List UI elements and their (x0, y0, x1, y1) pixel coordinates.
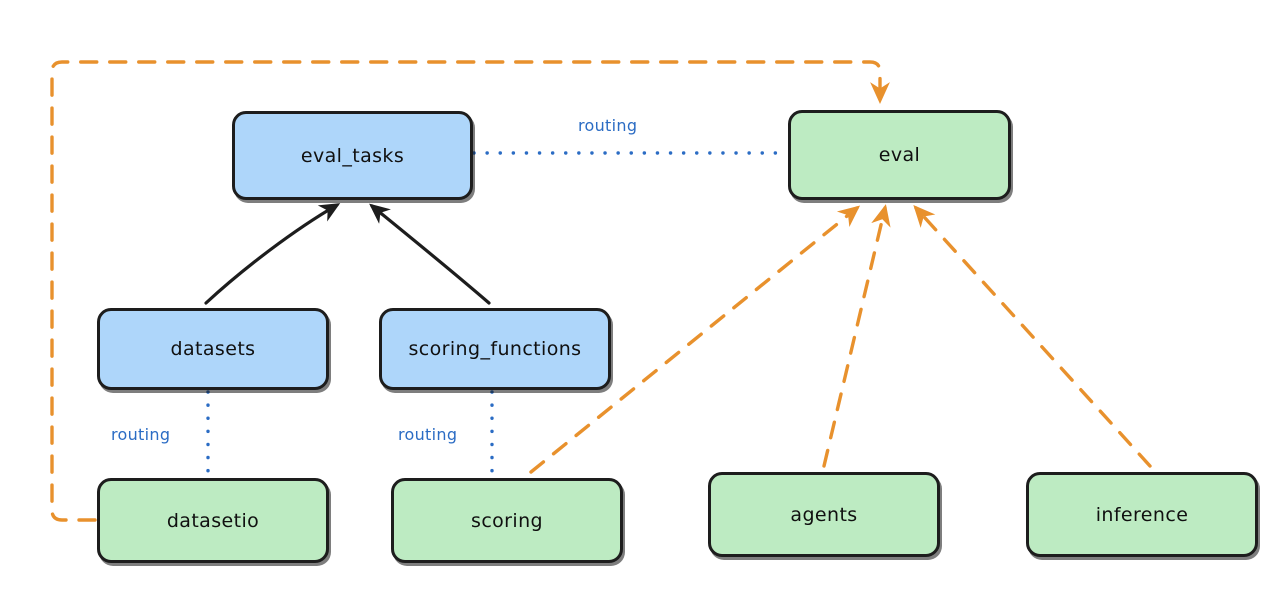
node-label: eval (878, 144, 921, 166)
edge-label-routing-datasets-datasetio: routing (111, 425, 171, 444)
node-eval-tasks[interactable]: eval_tasks (232, 111, 473, 200)
node-scoring-functions[interactable]: scoring_functions (379, 308, 611, 390)
edge-label-routing-eval-tasks-eval: routing (578, 116, 638, 135)
edge-scoring_functions-to-eval_tasks (369, 203, 491, 305)
edge-datasets-to-eval_tasks (204, 203, 341, 305)
node-inference[interactable]: inference (1026, 472, 1258, 557)
node-label: eval_tasks (300, 144, 405, 167)
node-label: agents (790, 503, 858, 526)
edge-label-routing-scoring-functions-scoring: routing (398, 425, 458, 444)
node-datasets[interactable]: datasets (97, 308, 329, 390)
node-label: scoring_functions (408, 338, 582, 360)
node-label: datasets (170, 338, 256, 360)
node-eval[interactable]: eval (788, 110, 1011, 200)
node-label: scoring (471, 509, 543, 532)
node-label: datasetio (166, 509, 260, 532)
node-label: inference (1095, 503, 1189, 526)
edge-inference-to-eval (913, 205, 1152, 468)
node-datasetio[interactable]: datasetio (97, 478, 329, 563)
edge-agents-to-eval (822, 204, 891, 468)
node-agents[interactable]: agents (708, 472, 940, 557)
node-scoring[interactable]: scoring (391, 478, 623, 563)
